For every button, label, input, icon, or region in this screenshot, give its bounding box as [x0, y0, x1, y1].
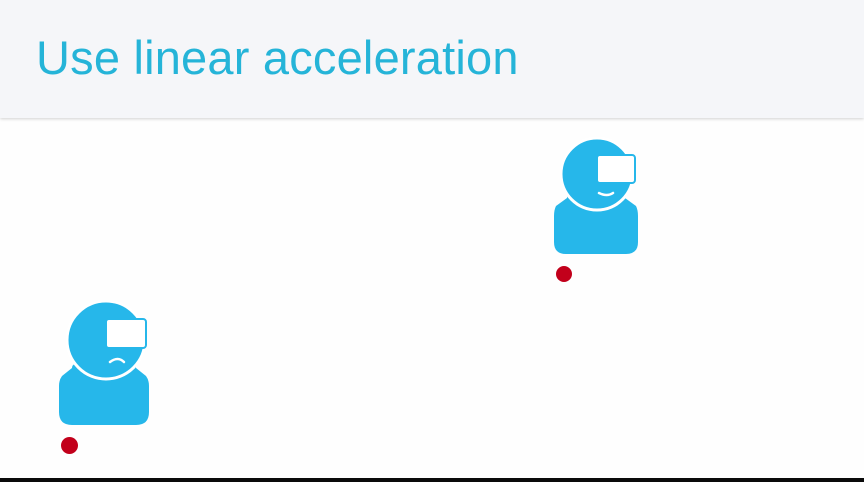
slide-title: Use linear acceleration: [36, 31, 519, 84]
red-dot-marker: [556, 266, 572, 282]
figure-body: [59, 363, 149, 425]
slide-header: Use linear acceleration: [0, 0, 864, 118]
bottom-edge: [0, 478, 864, 482]
headset-visor: [105, 318, 147, 349]
vr-headset-user-icon: [59, 299, 149, 425]
figure-body: [554, 193, 638, 254]
figure-mouth: [597, 191, 615, 197]
vr-headset-user-icon: [554, 136, 638, 254]
red-dot-marker: [61, 437, 78, 454]
headset-visor: [596, 154, 636, 184]
figure-mouth: [108, 357, 126, 364]
